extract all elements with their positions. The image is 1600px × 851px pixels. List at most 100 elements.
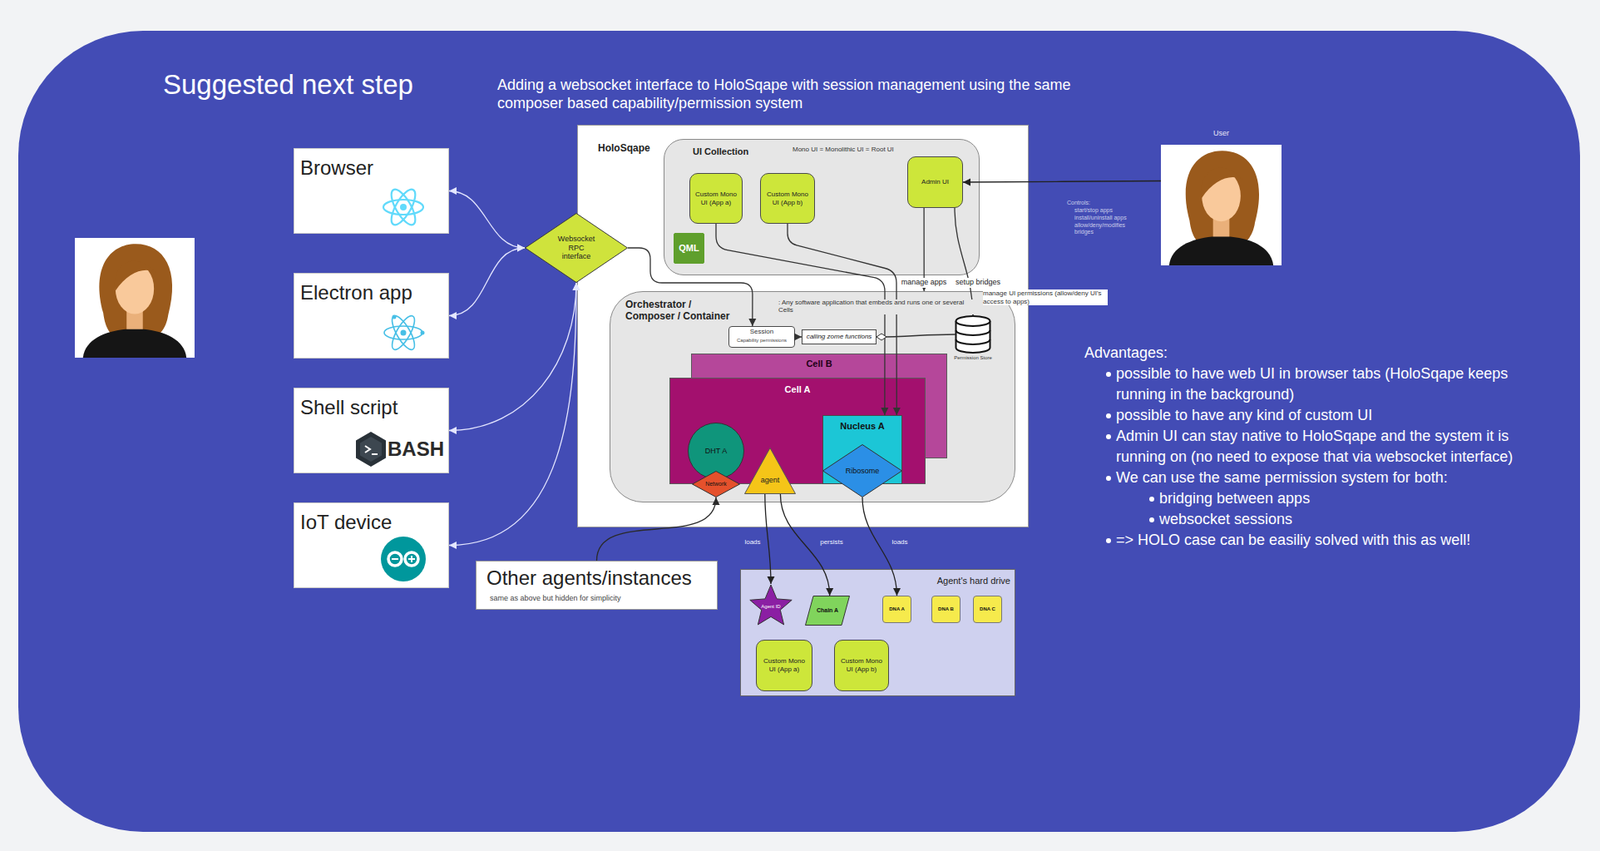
node-label: Browser xyxy=(300,156,374,181)
node-label: Shell script xyxy=(300,395,398,420)
react-logo xyxy=(383,186,424,229)
node-label: calling zome functions xyxy=(806,332,873,341)
qml-logo: QML xyxy=(673,232,705,264)
bash-logo xyxy=(355,431,386,467)
node-label: Permission Store xyxy=(950,355,996,361)
annotation: Controls: xyxy=(1066,199,1091,207)
list-heading: Advantages: xyxy=(1084,342,1534,364)
node-label: Custom Mono UI (App b) xyxy=(838,656,885,673)
dna-box: DNA A xyxy=(882,595,912,623)
arrow-head xyxy=(517,244,525,252)
connector-line xyxy=(716,223,885,415)
connector-line xyxy=(449,282,577,431)
connector xyxy=(787,223,901,415)
bullet-dot xyxy=(1106,434,1112,440)
agent-triangle-shape xyxy=(745,448,796,494)
client-box: IoT device xyxy=(293,502,450,588)
node-label: User xyxy=(1160,128,1282,139)
node-label: Network xyxy=(705,480,727,488)
diamond-head xyxy=(876,333,887,341)
ribosome-diamond-shape xyxy=(823,444,903,498)
agent-triangle: agent xyxy=(744,447,796,494)
session-box: SessionCapability permissions xyxy=(728,325,796,348)
container-box: Orchestrator / Composer / Container: Any… xyxy=(609,291,1016,503)
dht-circle-shape xyxy=(688,423,745,480)
ui-app-box: Custom Mono UI (App b) xyxy=(760,172,815,224)
node-note: same as above but hidden for simplicity xyxy=(489,593,622,603)
connector-line xyxy=(962,181,1161,183)
interface-diamond: Websocket RPC interface xyxy=(524,212,628,283)
chain-shape: Chain A xyxy=(804,595,850,626)
nucleus-box: Nucleus ARibosome xyxy=(822,414,903,484)
function-call-box: calling zome functions xyxy=(801,329,877,345)
node-label: Agent's hard drive xyxy=(907,575,1011,587)
node-label: HoloSqape xyxy=(597,142,651,154)
user-avatar xyxy=(1160,144,1282,266)
node-label: DHT A xyxy=(705,446,727,456)
bullet-dot xyxy=(1106,413,1112,419)
annotation: start/stop apps xyxy=(1074,207,1113,214)
connector xyxy=(954,207,978,317)
node-label: Agent ID xyxy=(760,603,781,610)
arrow-head xyxy=(449,541,457,549)
list-item: Admin UI can stay native to HoloSqape an… xyxy=(1116,425,1534,468)
node-label: Websocket RPC interface xyxy=(555,234,598,262)
node-note: Capability permissions xyxy=(729,337,795,344)
node-label: Ribosome xyxy=(845,466,880,476)
node-note: Mono UI = Monolithic UI = Root UI xyxy=(792,145,894,154)
diagram-title: Suggested next step xyxy=(162,68,414,102)
interface-diamond-shape xyxy=(525,213,628,283)
connector-line xyxy=(954,207,973,317)
node-label: Electron app xyxy=(300,281,413,306)
connector xyxy=(597,497,721,561)
connector xyxy=(449,282,581,435)
arrow-head xyxy=(825,587,834,596)
note-box: Other agents/instances same as above but … xyxy=(475,560,718,610)
connector xyxy=(794,333,802,341)
node-label: IoT device xyxy=(300,510,392,535)
edge-label: manage apps xyxy=(899,277,949,287)
client-box: Browser xyxy=(293,148,450,234)
arrow-head xyxy=(449,187,457,195)
list-item: possible to have web UI in browser tabs … xyxy=(1116,363,1534,405)
cell-box: Cell ADHT ANetworkNucleus ARibosome xyxy=(669,377,926,484)
edge-label: loads xyxy=(889,538,909,547)
list-item: We can use the same permission system fo… xyxy=(1116,467,1534,489)
chain-shape-shape xyxy=(805,596,850,626)
storage-panel: Agent's hard driveAgent ID Chain A DNA A DN… xyxy=(740,568,1016,697)
node-label: DNA A xyxy=(883,606,910,613)
list-item: bridging between apps xyxy=(1159,488,1534,509)
arrow-head xyxy=(517,244,525,252)
ui-app-box: Custom Mono UI (App b) xyxy=(834,639,889,692)
connector-line xyxy=(876,334,956,337)
node-label: Cell B xyxy=(691,358,947,370)
node-label: Other agents/instances xyxy=(486,566,692,591)
node-label: Custom Mono UI (App b) xyxy=(764,190,811,207)
bullet-dot xyxy=(1106,475,1112,481)
edge-label: loads xyxy=(742,538,762,547)
permission-store-shape xyxy=(956,316,991,353)
arrow-head xyxy=(893,407,901,415)
node-label: Session xyxy=(729,327,795,336)
app-frame: HoloSqapeUI CollectionMono UI = Monolith… xyxy=(577,124,1029,528)
node-label: Cell A xyxy=(670,384,925,396)
permission-store: Permission Store xyxy=(955,316,991,353)
arrow-head xyxy=(893,587,901,596)
edge-label: persists xyxy=(818,538,845,547)
node-label: Custom Mono UI (App a) xyxy=(760,656,809,673)
arrow-head xyxy=(712,497,721,505)
annotation: BASH xyxy=(387,437,445,462)
permission-store-outline xyxy=(955,316,991,353)
agent-triangle-outline xyxy=(744,447,796,494)
arrow-head xyxy=(794,333,802,341)
connector-line xyxy=(787,223,897,415)
connector xyxy=(876,333,956,341)
blue-region xyxy=(18,30,1581,832)
node-note: : Any software application that embeds a… xyxy=(778,299,978,315)
node-label: agent xyxy=(744,475,796,485)
arrow-head xyxy=(880,407,889,415)
arrow-head xyxy=(969,308,978,317)
dna-box: DNA C xyxy=(972,595,1003,623)
